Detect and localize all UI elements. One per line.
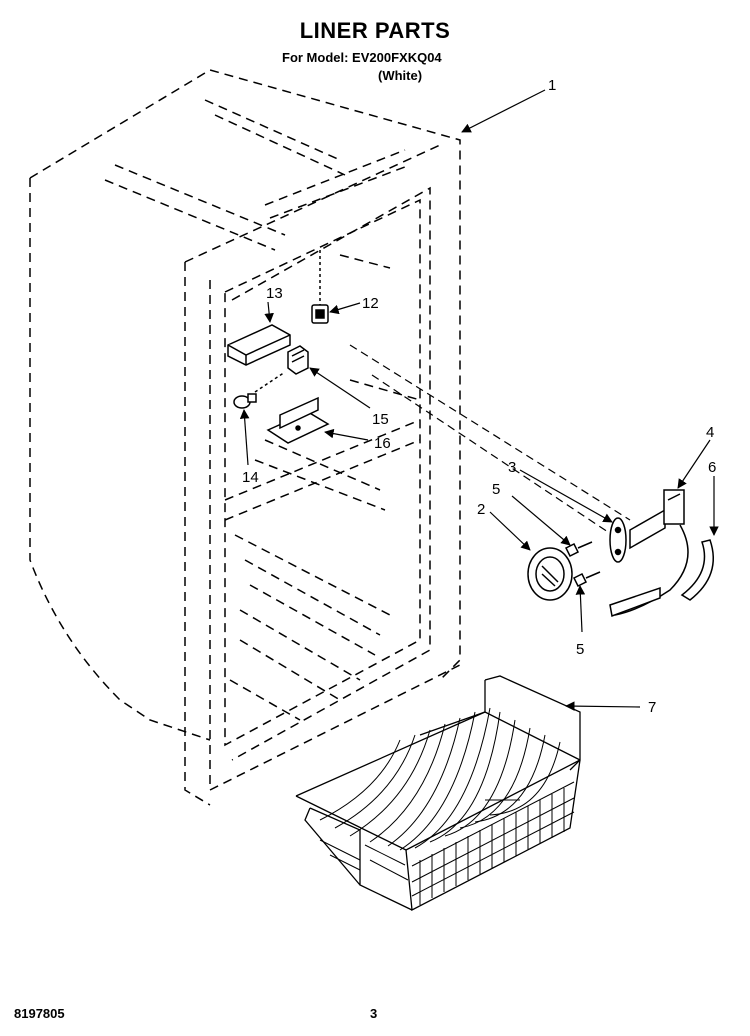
capillary-tube [680, 539, 714, 601]
control-knob [527, 547, 573, 601]
callout-5a: 5 [492, 481, 500, 498]
callout-3: 3 [508, 459, 516, 476]
callout-4: 4 [706, 424, 714, 441]
leader-lines [239, 89, 719, 711]
callout-7: 7 [648, 699, 656, 716]
light-socket [287, 345, 309, 375]
light-switch [311, 250, 329, 324]
screws [564, 541, 601, 588]
page-number: 3 [370, 1006, 378, 1021]
light-shield [227, 324, 291, 366]
callout-1: 1 [548, 77, 556, 94]
thermostat-bracket [609, 517, 627, 563]
model-color: (White) [378, 68, 423, 83]
callout-12: 12 [362, 295, 379, 312]
page-title: LINER PARTS [299, 18, 451, 43]
callout-14: 14 [242, 469, 259, 486]
light-bulb [233, 371, 286, 409]
document-number: 8197805 [14, 1006, 65, 1021]
callout-16: 16 [374, 435, 391, 452]
callout-15: 15 [372, 411, 389, 428]
thermostat [609, 489, 689, 618]
liner-cabinet [29, 69, 461, 806]
callout-labels: 1 2 3 4 5 5 6 7 12 13 14 15 16 [242, 77, 716, 716]
callout-13: 13 [266, 285, 283, 302]
callout-2: 2 [477, 501, 485, 518]
callout-5b: 5 [576, 641, 584, 658]
basket [295, 675, 581, 912]
model-number: For Model: EV200FXKQ04 [282, 50, 442, 65]
callout-6: 6 [708, 459, 716, 476]
socket-bracket [266, 396, 330, 444]
